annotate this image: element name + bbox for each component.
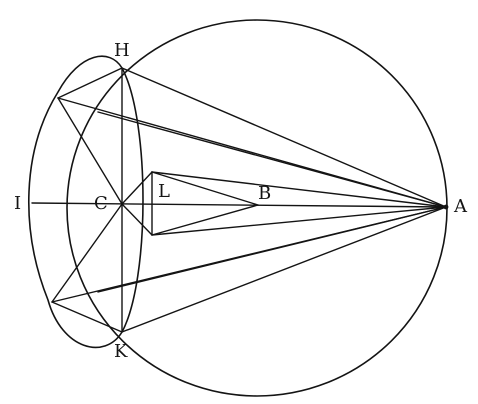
ray-a-lower-left — [51, 206, 447, 303]
line-c-lower — [121, 203, 153, 236]
ray-a-upper-mid — [97, 111, 447, 208]
ray-a-h — [121, 67, 447, 208]
ray-a-lower-inner — [151, 206, 447, 236]
line-c-lower-left — [51, 203, 123, 303]
segment-b-lower — [151, 204, 259, 236]
label-c: C — [94, 193, 108, 214]
segment-l-b — [151, 171, 259, 206]
line-upper-left-h — [57, 67, 123, 99]
line-lower-left-k — [51, 301, 123, 333]
line-c-l — [121, 171, 153, 205]
label-b: B — [258, 183, 271, 204]
lens-outline — [28, 55, 144, 349]
label-l: L — [158, 181, 170, 202]
label-i: I — [14, 193, 21, 214]
line-upper-left-c — [57, 97, 123, 205]
label-k: K — [114, 341, 128, 362]
label-h: H — [114, 40, 130, 61]
point-a-dot — [443, 204, 449, 210]
ray-a-k — [121, 206, 447, 333]
ray-a-l — [151, 171, 447, 208]
large-circle — [66, 19, 448, 397]
axis-line-ia — [31, 202, 447, 208]
label-a: A — [453, 196, 468, 217]
